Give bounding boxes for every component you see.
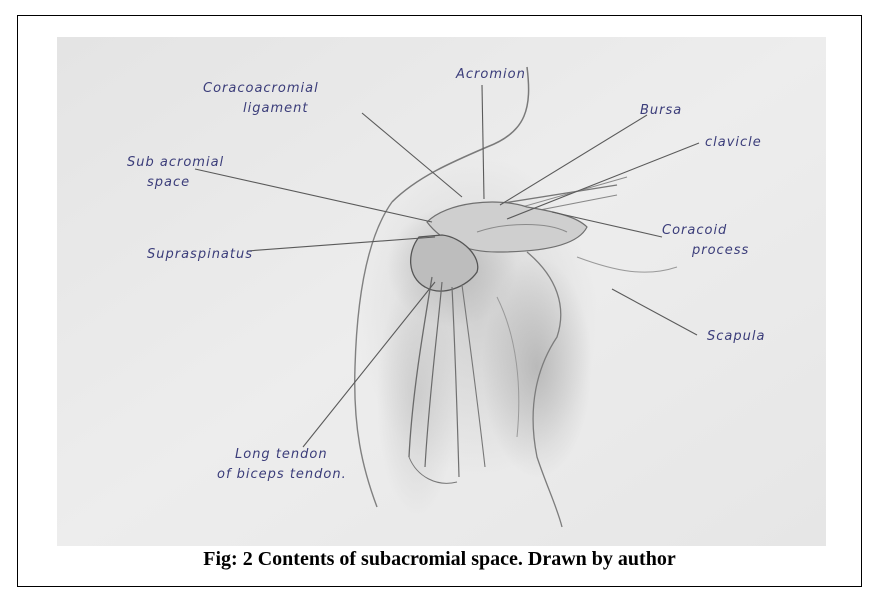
- label-bursa: Bursa: [640, 101, 682, 121]
- anatomy-sketch-photo: Coracoacromial ligament Acromion Bursa c…: [57, 37, 826, 546]
- label-clavicle: clavicle: [705, 133, 762, 153]
- shoulder-drawing: [57, 37, 826, 546]
- label-coracoid-process: Coracoid process: [662, 221, 749, 261]
- label-subacromial-space: Sub acromial space: [127, 153, 224, 193]
- label-coracoacromial-ligament: Coracoacromial ligament: [203, 79, 319, 119]
- label-long-tendon-biceps: Long tendon of biceps tendon.: [217, 445, 347, 485]
- figure-caption: Fig: 2 Contents of subacromial space. Dr…: [17, 548, 862, 571]
- label-supraspinatus: Supraspinatus: [147, 245, 253, 265]
- label-scapula: Scapula: [707, 327, 765, 347]
- label-acromion: Acromion: [456, 65, 526, 85]
